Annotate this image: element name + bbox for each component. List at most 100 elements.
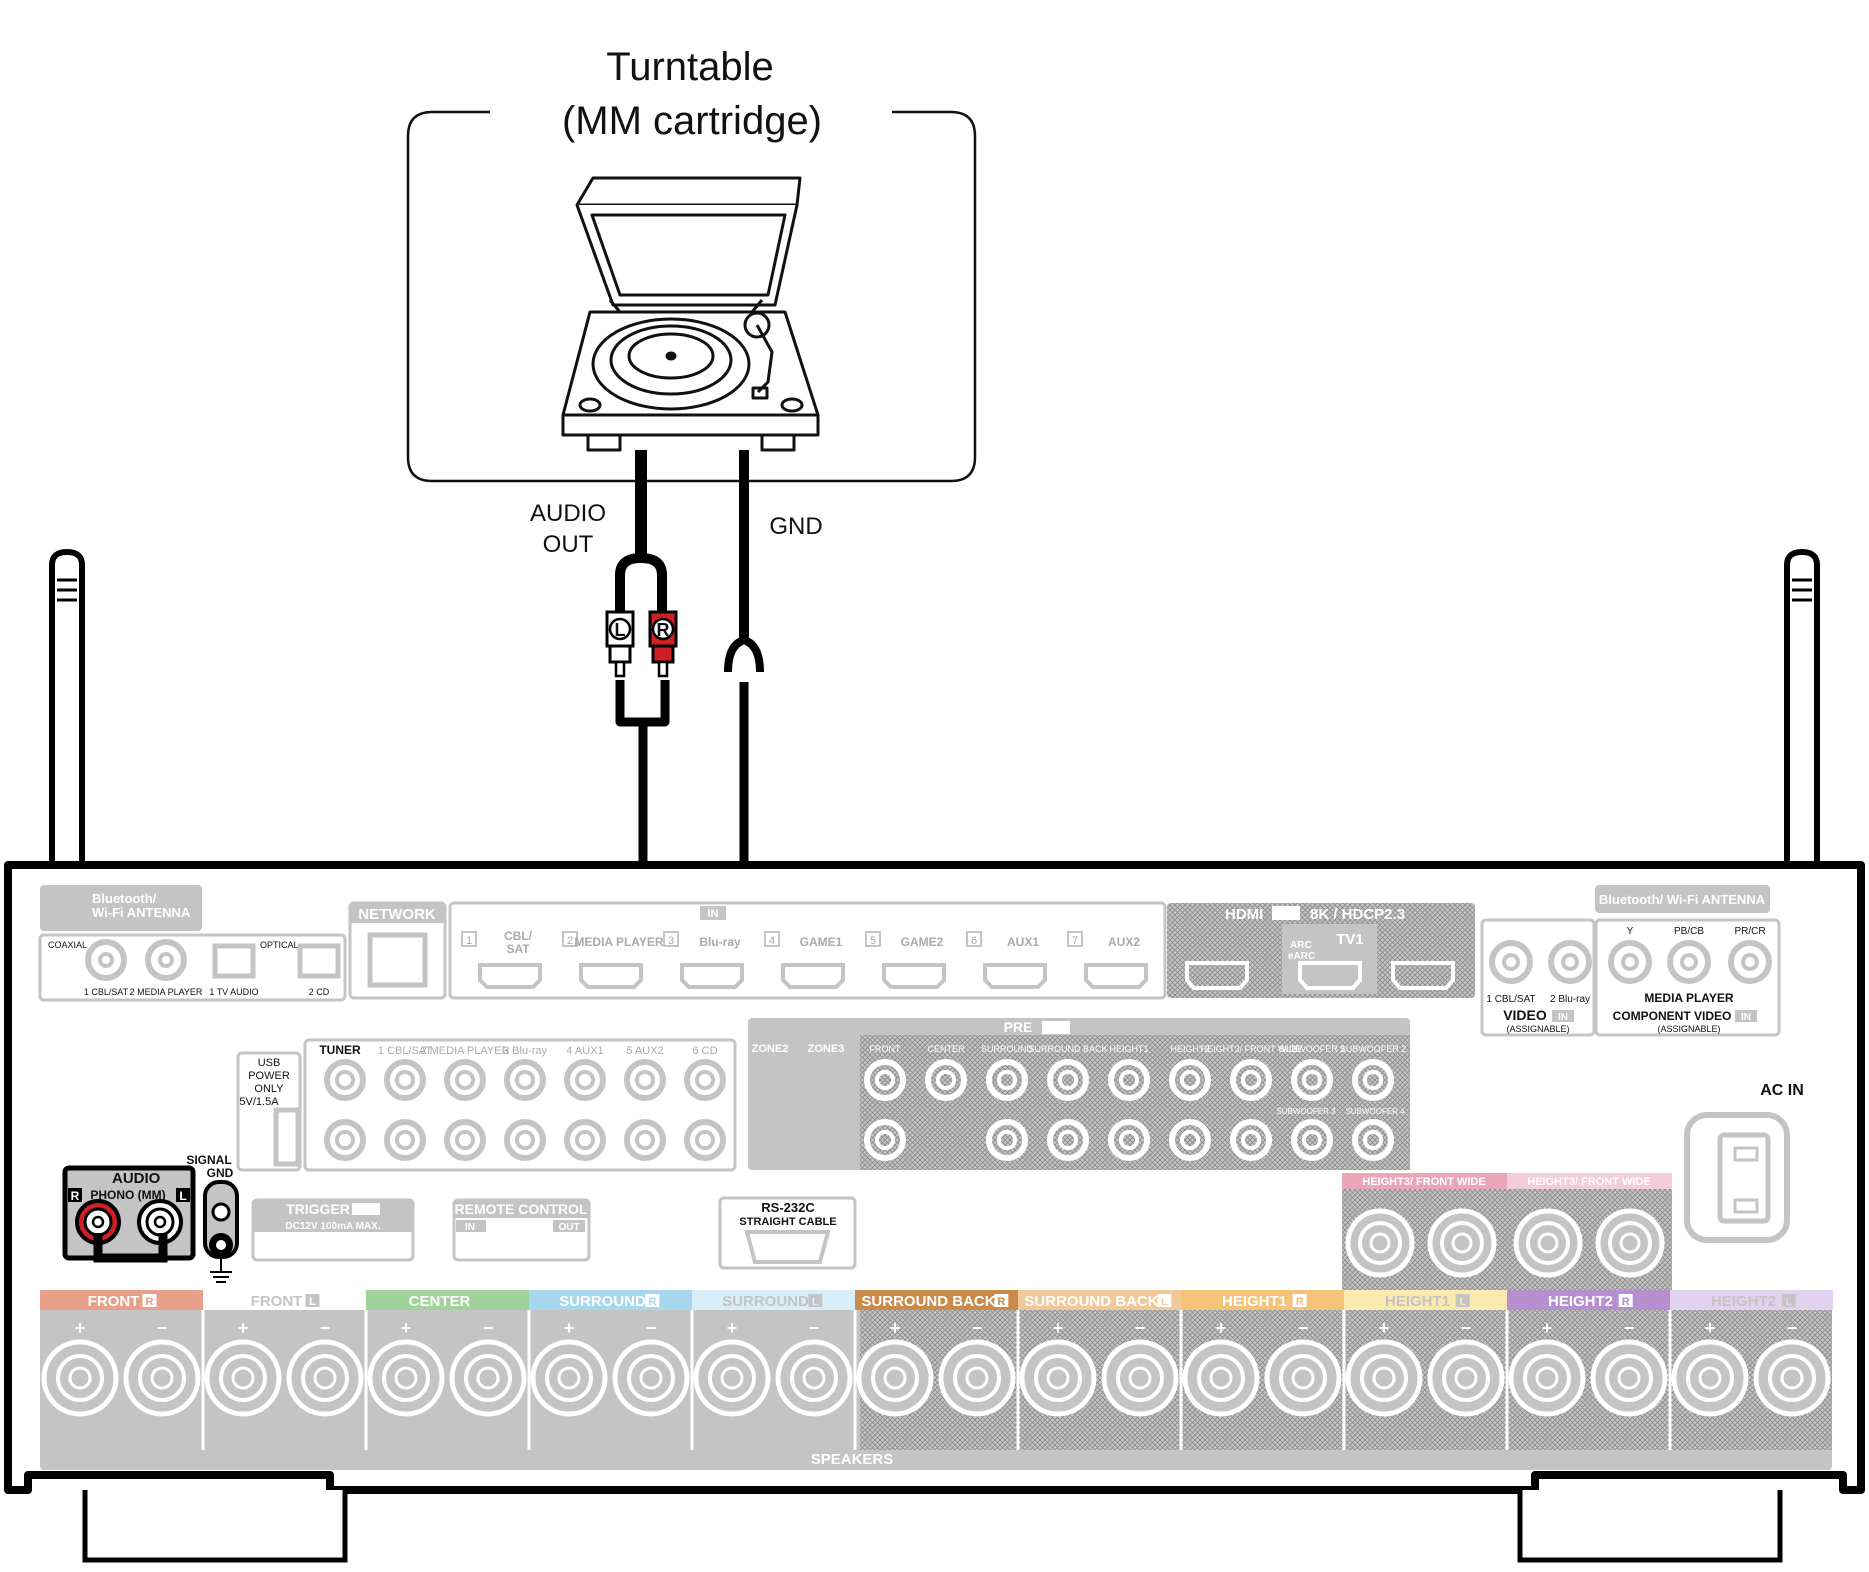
speaker-terminal-mid: [1686, 1354, 1734, 1402]
speaker-group-name: FRONT: [88, 1293, 140, 1310]
speaker-terminal-outer: [1508, 1339, 1586, 1417]
speaker-terminal-outer: [1345, 1339, 1423, 1417]
trigger-badge: OUT: [355, 1205, 376, 1216]
pre-out-jack-top-inner: [1362, 1069, 1384, 1091]
pre-out-jack-bottom-inner: [1118, 1129, 1140, 1151]
signal-gnd-terminal: [203, 1180, 239, 1283]
speaker-group-side: R: [997, 1296, 1005, 1308]
speaker-group-side-box: [1618, 1294, 1633, 1307]
height3-outer: [1595, 1208, 1665, 1278]
speaker-terminal-inner: [1372, 1366, 1396, 1390]
pre-out-jack-bottom: [864, 1119, 906, 1161]
usb-label-4: 5V/1.5A: [239, 1096, 279, 1108]
pre-out-jack-bottom-outer: [1108, 1119, 1150, 1161]
height3-inner: [1619, 1232, 1641, 1254]
speaker-group-name: CENTER: [409, 1293, 471, 1310]
speaker-terminal-inner: [883, 1366, 907, 1390]
hdmi-in-num-box: [1067, 931, 1083, 947]
component-assignable: (ASSIGNABLE): [1657, 1024, 1720, 1034]
network-port: [367, 932, 428, 988]
turntable-icon: [561, 176, 820, 452]
minus-icon: −: [483, 1318, 494, 1338]
pre-out-jack-bottom-inner: [1301, 1129, 1323, 1151]
tuner-jack-r-outer: [324, 1119, 366, 1161]
hdmi-out-label: HDMI: [1225, 906, 1263, 923]
pre-out-jack-bottom-inner: [1362, 1129, 1384, 1151]
hdmi-in-name: MEDIA PLAYER: [574, 935, 663, 949]
height3-mid: [1440, 1221, 1484, 1265]
speaker-group-side-box: [994, 1294, 1009, 1307]
pre-out-jack-top-outer: [1291, 1059, 1333, 1101]
tuner-jack-r: [324, 1119, 366, 1161]
speaker-terminal-mid: [1768, 1354, 1816, 1402]
hdmi-in-num: 1: [466, 935, 472, 947]
speaker-group-header: [203, 1290, 366, 1310]
pre-out-jack-bottom: [1230, 1119, 1272, 1161]
digital-in-label-1: 1 CBL/SAT: [84, 987, 129, 997]
pre-out-label: SURROUND BACK: [1028, 1044, 1107, 1054]
pre-out-jack-bottom: [986, 1119, 1028, 1161]
audio-in-jack-r: [444, 1119, 486, 1161]
component-media-player: MEDIA PLAYER: [1644, 991, 1733, 1005]
speaker-terminal-outer: [775, 1339, 853, 1417]
speaker-terminal-mid: [301, 1354, 349, 1402]
audio-in-jack-l: [444, 1059, 486, 1101]
component-video-block: [1594, 918, 1781, 1037]
video-label-1: 1 CBL/SAT: [1486, 994, 1535, 1005]
height3-inner: [1537, 1232, 1559, 1254]
antenna-left-label-2: Wi-Fi ANTENNA: [92, 905, 191, 920]
speaker-terminal-mid: [790, 1354, 838, 1402]
plus-icon: +: [727, 1318, 738, 1338]
audio-in-label: 1 CBL/SAT: [378, 1045, 432, 1057]
hdmi-in-name-2: SAT: [506, 942, 530, 956]
digital-in-block: [38, 933, 347, 1002]
audio-in-jack-l: [564, 1059, 606, 1101]
audio-in-title: AUDIO: [470, 1021, 515, 1037]
turntable-title: Turntable: [606, 45, 774, 89]
trigger-spec: DC12V 100mA MAX.: [285, 1221, 380, 1232]
antenna-left-label-1: Bluetooth/: [92, 891, 157, 906]
audio-in-jack-r-inner: [514, 1129, 536, 1151]
rs232c-block: [718, 1196, 857, 1270]
audio-in-jack-l-outer: [684, 1059, 726, 1101]
pre-out-label: SURROUND: [981, 1044, 1034, 1054]
pre-out-jack-bottom: [1169, 1119, 1211, 1161]
audio-in-jack-l-inner: [394, 1069, 416, 1091]
audio-in-jack-r: [504, 1119, 546, 1161]
hdmi-in-num: 2: [567, 935, 573, 947]
pre-out-jack-top-outer: [1108, 1059, 1150, 1101]
speaker-terminal-inner: [68, 1366, 92, 1390]
speaker-group-header: [855, 1290, 1018, 1310]
video-assignable: (ASSIGNABLE): [1506, 1024, 1569, 1034]
speaker-terminal-mid: [953, 1354, 1001, 1402]
audio-in-jack-r: [564, 1119, 606, 1161]
network-label: NETWORK: [358, 906, 436, 923]
height3-terminal-2: [1427, 1208, 1497, 1278]
speaker-group-side-box: [1292, 1294, 1307, 1307]
minus-icon: −: [972, 1318, 983, 1338]
plus-icon: +: [238, 1318, 249, 1338]
speaker-terminal-outer: [1019, 1339, 1097, 1417]
hdmi-in-num-box: [966, 931, 982, 947]
tuner-jack-r-inner: [334, 1129, 356, 1151]
speaker-terminal-inner: [1535, 1366, 1559, 1390]
remote-out-label: OUT: [558, 1222, 579, 1233]
antenna-left-icon: [49, 548, 85, 880]
speaker-group-name: SURROUND: [722, 1293, 809, 1310]
speaker-group-side: R: [1622, 1296, 1630, 1308]
speaker-terminal-inner: [720, 1366, 744, 1390]
pre-out-jack-top: [1047, 1059, 1089, 1101]
hdmi-in-num: 4: [769, 935, 775, 947]
rca-plug-right: R: [648, 610, 678, 678]
hdmi-in-num: 6: [971, 935, 977, 947]
pre-out-jack-top: [864, 1059, 906, 1101]
pre-out-jack-bottom-outer: [1230, 1119, 1272, 1161]
pre-out-title: PRE: [1004, 1019, 1033, 1035]
